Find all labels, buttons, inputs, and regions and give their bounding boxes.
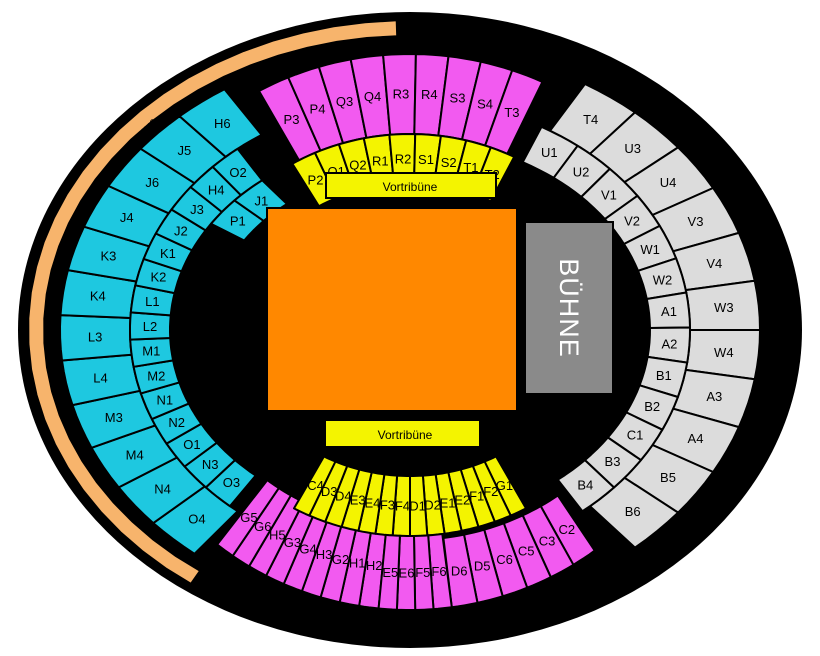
- field-area: [266, 207, 518, 412]
- section-l3[interactable]: [59, 314, 133, 362]
- section-w3[interactable]: [684, 279, 761, 331]
- section-c4[interactable]: [293, 455, 337, 517]
- section-g5[interactable]: [216, 479, 280, 557]
- vortribuene-bottom-label: Vortribüne: [378, 428, 433, 442]
- stage-label: BÜHNE: [554, 258, 584, 358]
- section-b4[interactable]: [556, 459, 615, 513]
- vortribuene-bottom[interactable]: [324, 419, 481, 448]
- section-a1[interactable]: [645, 291, 691, 329]
- stage: [524, 221, 614, 395]
- section-e5[interactable]: [377, 533, 401, 611]
- standing-area-ring: [27, 19, 399, 586]
- vortribuene-top[interactable]: [325, 172, 497, 199]
- section-l2[interactable]: [129, 311, 172, 341]
- vortribuene-top-label: Vortribüne: [383, 180, 438, 194]
